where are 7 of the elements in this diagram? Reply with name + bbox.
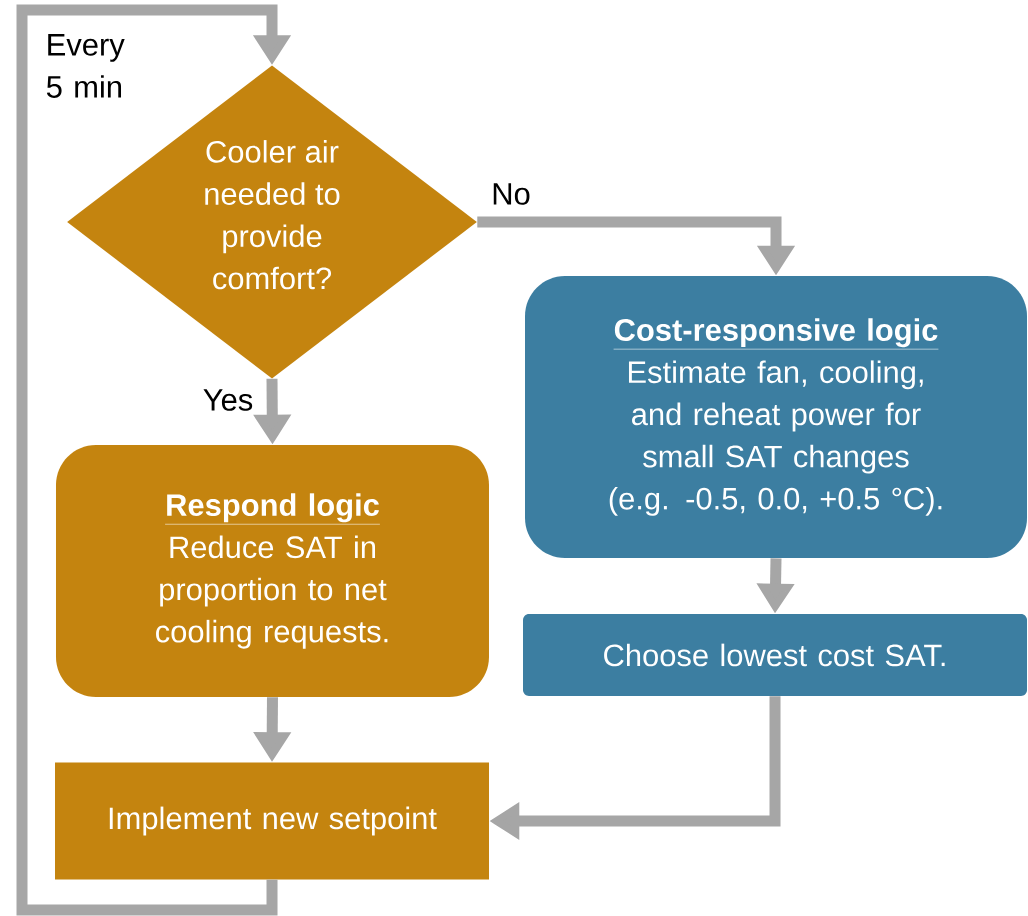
process-box: Implement new setpoint [55, 762, 489, 880]
edge-label: No [489, 181, 533, 207]
process-box: Cost-responsive logic Estimate fan, cooling, and reheat power for small SAT changes (e.g. -0.5, 0.0, +0.5 °C). [525, 276, 1027, 558]
process-box: Respond logic Reduce SAT in proportion to net cooling requests. [56, 445, 489, 697]
edge-label: Yes [201, 387, 255, 413]
process-box: Choose lowest cost SAT. [523, 614, 1027, 696]
arrow [16, 4, 292, 916]
